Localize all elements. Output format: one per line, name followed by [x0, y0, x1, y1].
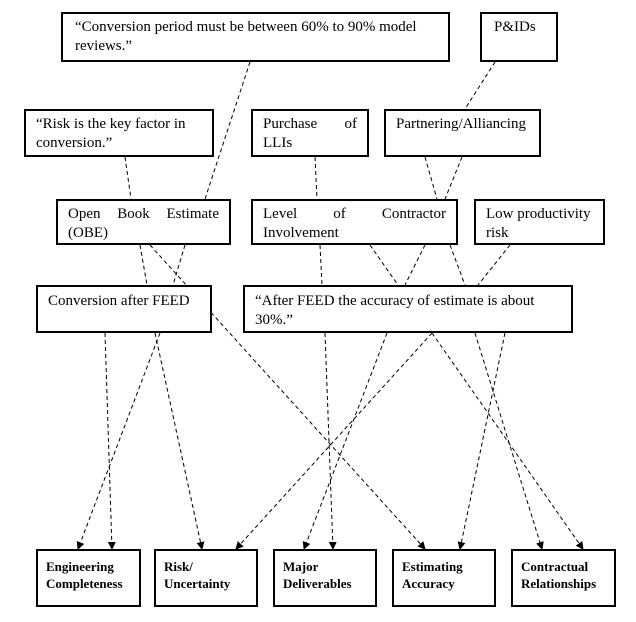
arrow-conversion-after-feed-to-risk-uncertainty	[154, 332, 205, 550]
node-text-line: “After FEED the accuracy of estimate is …	[255, 293, 535, 309]
node-text-line: Low productivity	[486, 206, 591, 222]
node-text-line: “Risk is the key factor in	[36, 116, 186, 132]
outcome-text-line: Accuracy	[402, 576, 455, 591]
outcome-risk-uncertainty: Risk/ Uncertainty	[154, 549, 258, 607]
outcome-engineering-completeness: Engineering Completeness	[36, 549, 141, 607]
node-text-line: (OBE)	[68, 225, 108, 241]
node-text-line: 30%.”	[255, 312, 293, 328]
node-text-line: Conversion after FEED	[48, 293, 190, 309]
outcome-text-line: Estimating	[402, 559, 463, 574]
connector-contractor-to-after-feed-d	[449, 244, 466, 286]
connector-contractor-to-after-feed-a	[319, 244, 323, 286]
outcome-text-line: Deliverables	[283, 576, 352, 591]
arrow-obe-to-estimating-accuracy	[149, 244, 426, 550]
outcome-text-line: Uncertainty	[164, 576, 231, 591]
node-risk-key-factor-quote: “Risk is the key factor in conversion.”	[24, 109, 214, 157]
outcome-text-line: Risk/	[164, 559, 193, 574]
connector-purchase-llis-to-contractor	[314, 156, 318, 200]
outcome-text-line: Contractual	[521, 559, 589, 574]
node-text-line: conversion.”	[36, 135, 113, 151]
node-open-book-estimate: Open Book Estimate (OBE)	[56, 199, 231, 245]
connector-obe-to-conversion-after-feed-a	[139, 244, 148, 286]
connector-contractor-to-after-feed-c	[404, 244, 426, 286]
outcome-text-line: Completeness	[46, 576, 123, 591]
node-pids: P&IDs	[480, 12, 558, 62]
node-text-line: Purchase of	[263, 116, 357, 132]
connector-partnering-to-contractor-b	[444, 156, 463, 200]
connector-low-productivity-to-after-feed	[477, 244, 511, 286]
node-low-productivity-risk: Low productivity risk	[474, 199, 605, 245]
node-text-line: Partnering/Alliancing	[396, 116, 526, 132]
node-text-line: reviews.”	[75, 38, 133, 54]
node-text-line: LLIs	[263, 135, 293, 151]
node-text-line: “Conversion period must be between 60% t…	[75, 19, 417, 35]
outcome-text-line: Relationships	[521, 576, 597, 591]
outcome-major-deliverables: Major Deliverables	[273, 549, 377, 607]
node-text-line: Involvement	[263, 225, 339, 241]
arrow-after-feed-to-estimating-accuracy	[457, 332, 506, 550]
arrow-conversion-after-feed-to-engineering-b	[76, 332, 161, 550]
arrow-after-feed-to-contractual-a	[431, 332, 584, 550]
connector-pids-to-partnering	[464, 61, 496, 110]
node-conversion-after-feed: Conversion after FEED	[36, 285, 212, 333]
node-purchase-llis: Purchase of LLIs	[251, 109, 369, 157]
arrow-after-feed-to-contractual-b	[474, 332, 544, 550]
connector-contractor-to-after-feed-b	[369, 244, 399, 286]
node-level-of-contractor-involvement: Level of Contractor Involvement	[251, 199, 458, 245]
outcome-contractual-relationships: Contractual Relationships	[511, 549, 616, 607]
node-after-feed-accuracy-quote: “After FEED the accuracy of estimate is …	[243, 285, 573, 333]
node-text-line: P&IDs	[494, 19, 536, 35]
connector-conversion-period-to-obe	[204, 61, 251, 200]
outcome-estimating-accuracy: Estimating Accuracy	[392, 549, 496, 607]
connector-obe-to-conversion-after-feed-b	[172, 244, 186, 286]
node-conversion-period-quote: “Conversion period must be between 60% t…	[61, 12, 450, 62]
connector-risk-key-to-obe	[124, 156, 132, 200]
node-text-line: Open Book Estimate	[68, 206, 219, 222]
outcome-text-line: Major	[283, 559, 319, 574]
arrow-after-feed-to-major-deliverables-b	[302, 332, 388, 550]
arrow-conversion-after-feed-to-engineering-a	[104, 332, 116, 550]
node-partnering-alliancing: Partnering/Alliancing	[384, 109, 541, 157]
node-text-line: Level of Contractor	[263, 206, 446, 222]
connector-partnering-to-contractor-a	[424, 156, 438, 200]
outcome-text-line: Engineering	[46, 559, 114, 574]
node-text-line: risk	[486, 225, 509, 241]
arrow-after-feed-to-major-deliverables-a	[324, 332, 337, 550]
arrow-after-feed-to-risk-uncertainty	[235, 332, 433, 550]
